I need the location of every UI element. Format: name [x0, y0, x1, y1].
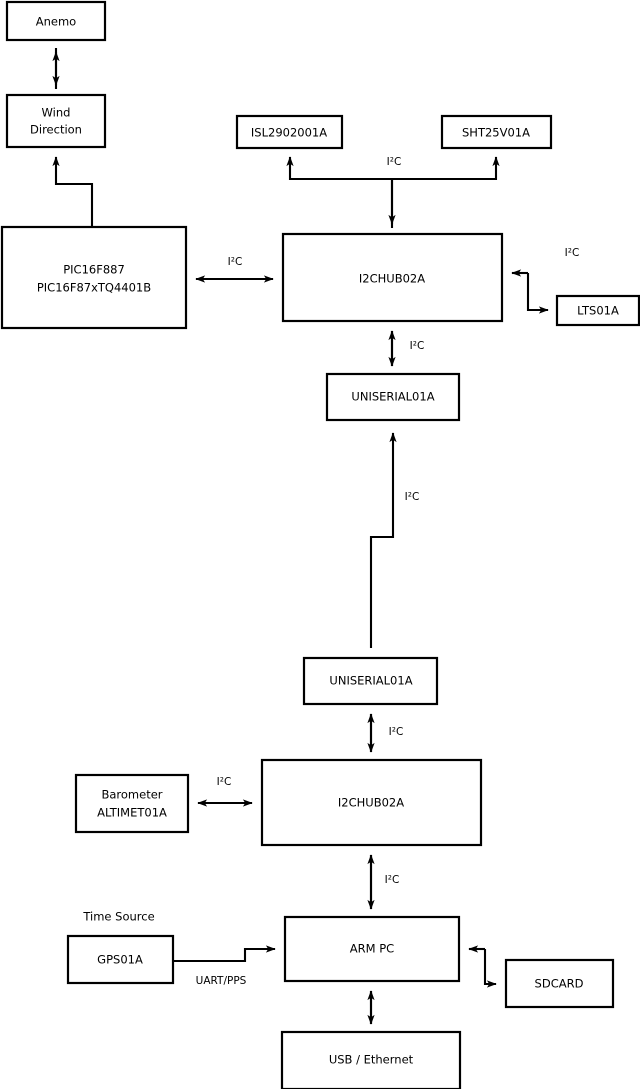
node-uniserial01a-top[interactable]: UNISERIAL01A: [325, 372, 461, 422]
node-i2chub02a-top[interactable]: I2CHUB02A: [281, 232, 504, 323]
node-sdcard-label: SDCARD: [535, 977, 584, 991]
edge-label-uni-hub-bottom: I²C: [389, 726, 404, 738]
node-wind-direction-label-line1: Wind: [42, 106, 71, 120]
edge-armpc-sdcard: [468, 945, 497, 988]
node-isl2902001a[interactable]: ISL2902001A: [235, 114, 344, 150]
edge-pic-wind: [52, 156, 94, 227]
edge-uni-top-uni-bottom: [369, 432, 397, 648]
node-anemo[interactable]: Anemo: [5, 0, 107, 42]
edge-label-isl-sht-bus: I²C: [387, 156, 402, 168]
label-time-source: Time Source: [82, 910, 154, 924]
node-barometer-label-line2: ALTIMET01A: [97, 806, 167, 820]
node-isl2902001a-label: ISL2902001A: [251, 126, 327, 140]
edge-label-uni-uni: I²C: [405, 491, 420, 503]
node-wind-direction[interactable]: Wind Direction: [5, 93, 107, 149]
node-barometer-label-line1: Barometer: [101, 788, 162, 802]
node-i2chub02a-bottom[interactable]: I2CHUB02A: [260, 758, 483, 847]
edge-hub-isl-sht-bus: [286, 156, 500, 228]
node-gps01a-label: GPS01A: [97, 953, 143, 967]
edge-label-hub-lts: I²C: [565, 247, 580, 259]
node-wind-direction-label-line2: Direction: [30, 123, 82, 137]
node-barometer[interactable]: Barometer ALTIMET01A: [74, 773, 190, 834]
edge-label-hub-uni-top: I²C: [410, 340, 425, 352]
node-anemo-label: Anemo: [36, 15, 76, 29]
node-arm-pc-label: ARM PC: [350, 942, 394, 956]
node-usb-ethernet-label: USB / Ethernet: [329, 1053, 414, 1067]
node-pic-mcu[interactable]: PIC16F887 PIC16F87xTQ4401B: [0, 225, 188, 330]
node-uniserial01a-bottom[interactable]: UNISERIAL01A: [302, 656, 439, 706]
node-lts01a[interactable]: LTS01A: [555, 294, 640, 327]
node-sht25v01a[interactable]: SHT25V01A: [440, 114, 553, 150]
node-uniserial01a-bottom-label: UNISERIAL01A: [329, 674, 412, 688]
node-i2chub02a-bottom-label: I2CHUB02A: [338, 796, 404, 810]
edge-gps-armpc: [173, 945, 276, 963]
node-pic-mcu-label-line2: PIC16F87xTQ4401B: [37, 281, 151, 295]
edge-label-barometer-hub: I²C: [217, 776, 232, 788]
node-arm-pc[interactable]: ARM PC: [283, 915, 461, 983]
node-i2chub02a-top-label: I2CHUB02A: [359, 272, 425, 286]
node-pic-mcu-label-line1: PIC16F887: [63, 263, 125, 277]
node-uniserial01a-top-label: UNISERIAL01A: [351, 390, 434, 404]
edge-label-gps-armpc: UART/PPS: [196, 975, 247, 987]
node-sht25v01a-label: SHT25V01A: [462, 126, 530, 140]
edge-label-hub-armpc: I²C: [385, 874, 400, 886]
edge-hub-lts: [511, 269, 549, 314]
node-lts01a-label: LTS01A: [577, 304, 619, 318]
node-gps01a[interactable]: GPS01A: [66, 934, 175, 985]
node-sdcard[interactable]: SDCARD: [504, 958, 615, 1009]
node-usb-ethernet[interactable]: USB / Ethernet: [280, 1030, 462, 1089]
edge-label-pic-hub: I²C: [228, 256, 243, 268]
